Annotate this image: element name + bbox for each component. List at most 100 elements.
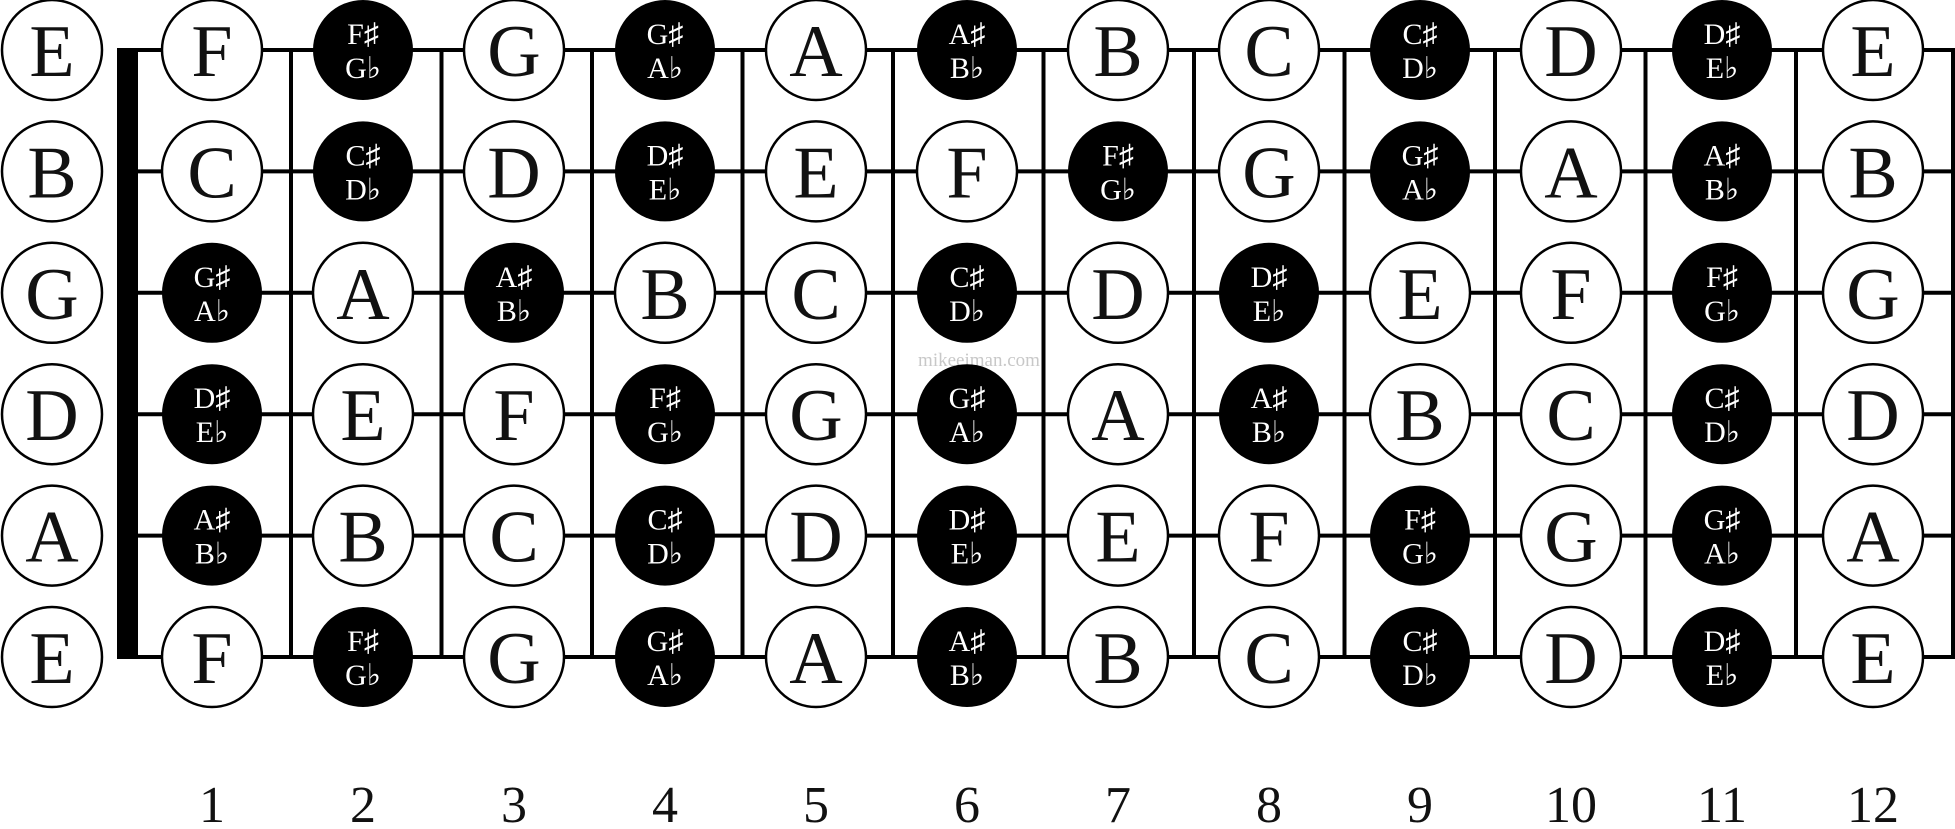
- natural-note-circle: [1217, 0, 1321, 102]
- fret-note: A: [764, 605, 868, 709]
- note-name: D♯: [194, 382, 231, 415]
- accidental-note-circle: [162, 242, 262, 343]
- fret-note: G: [462, 605, 566, 709]
- fret-note: B: [311, 484, 415, 587]
- open-string-note: A: [0, 484, 104, 587]
- accidental-note-circle: [917, 0, 1017, 100]
- fret-note: C: [1217, 0, 1321, 102]
- fret-note: G♯A♭: [1672, 485, 1772, 586]
- note-name: D♭: [1402, 52, 1438, 85]
- note-name: B♭: [1705, 173, 1739, 206]
- note-label: F♯G♭: [1704, 261, 1740, 328]
- note-label: A: [1846, 497, 1899, 579]
- natural-note-circle: [462, 484, 566, 587]
- note-label: E: [793, 132, 838, 214]
- note-label: G♯A♭: [1704, 504, 1741, 571]
- fret-note: B: [1066, 0, 1170, 102]
- fret-note: A♯B♭: [1219, 364, 1319, 465]
- note-name: B♭: [1252, 416, 1286, 449]
- fretboard-lines: [117, 48, 1955, 659]
- fret-note: E: [1821, 0, 1925, 102]
- note-name: G♭: [345, 659, 381, 692]
- fret-note: A♯B♭: [162, 485, 262, 586]
- fret-note: D: [1519, 0, 1623, 102]
- note-name: C♯: [1704, 382, 1739, 415]
- note-label: A♯B♭: [1704, 139, 1741, 206]
- note-name: B♭: [950, 659, 984, 692]
- note-name: A♯: [496, 261, 533, 294]
- note-label: A: [789, 618, 842, 700]
- fret-note: G: [462, 0, 566, 102]
- natural-note-circle: [462, 605, 566, 709]
- accidental-note-circle: [615, 485, 715, 586]
- note-label: A♯B♭: [949, 18, 986, 85]
- natural-note-circle: [764, 362, 868, 466]
- note-label: B: [27, 132, 76, 214]
- note-label: D: [1544, 618, 1597, 700]
- note-name: G♭: [1100, 173, 1136, 206]
- fret-number: 7: [1105, 777, 1131, 829]
- note-label: E: [1850, 618, 1895, 700]
- note-label: B: [338, 497, 387, 579]
- note-name: F♯: [1404, 504, 1436, 537]
- natural-note-circle: [0, 362, 104, 466]
- note-name: A♯: [949, 625, 986, 658]
- accidental-note-circle: [313, 121, 413, 222]
- note-label: C♯D♭: [345, 139, 381, 206]
- fret-note: F♯G♭: [313, 607, 413, 707]
- fret-note: A: [311, 241, 415, 345]
- note-name: E♭: [951, 538, 983, 571]
- natural-note-circle: [764, 605, 868, 709]
- accidental-note-circle: [1672, 485, 1772, 586]
- fret-note: G♯A♭: [162, 242, 262, 343]
- note-label: B: [1093, 11, 1142, 93]
- fret-note: D: [764, 484, 868, 587]
- fret-note: F♯G♭: [615, 364, 715, 465]
- note-label: E: [29, 618, 74, 700]
- fret-note: E: [1821, 605, 1925, 709]
- natural-note-circle: [1217, 605, 1321, 709]
- note-name: D♭: [345, 173, 381, 206]
- note-label: D♯E♭: [1251, 261, 1288, 328]
- open-string-note: G: [0, 241, 104, 345]
- fret-note: E: [1066, 484, 1170, 587]
- note-name: E♭: [1253, 295, 1285, 328]
- fret-note: G♯A♭: [1370, 121, 1470, 222]
- note-label: G: [1544, 497, 1597, 579]
- note-label: C: [1546, 375, 1595, 457]
- accidental-note-circle: [1370, 0, 1470, 100]
- natural-note-circle: [311, 362, 415, 466]
- note-name: E♭: [1706, 52, 1738, 85]
- open-string-note: B: [0, 120, 104, 223]
- fret-note: E: [764, 120, 868, 223]
- fret-note: G♯A♭: [615, 0, 715, 100]
- fret-note: G: [1217, 120, 1321, 223]
- natural-note-circle: [311, 484, 415, 587]
- note-label: G♯A♭: [647, 625, 684, 692]
- note-label: B: [1848, 132, 1897, 214]
- note-label: C♯D♭: [949, 261, 985, 328]
- fret-note: C♯D♭: [1370, 607, 1470, 707]
- note-name: D♭: [949, 295, 985, 328]
- note-label: F: [191, 11, 232, 93]
- note-name: F♯: [1706, 261, 1738, 294]
- note-label: C: [489, 497, 538, 579]
- fret-note: A♯B♭: [917, 607, 1017, 707]
- fret-note: C♯D♭: [313, 121, 413, 222]
- natural-note-circle: [1368, 241, 1472, 345]
- note-name: G♯: [949, 382, 986, 415]
- fret-note: C: [1519, 362, 1623, 466]
- accidental-note-circle: [917, 364, 1017, 465]
- note-name: B♭: [195, 538, 229, 571]
- note-name: A♭: [949, 416, 985, 449]
- natural-note-circle: [0, 605, 104, 709]
- fret-note: C: [764, 241, 868, 345]
- note-name: G♭: [345, 52, 381, 85]
- fret-note: C: [462, 484, 566, 587]
- natural-note-circle: [1066, 241, 1170, 345]
- natural-note-circle: [160, 0, 264, 102]
- fret-note: D♯E♭: [1672, 0, 1772, 100]
- fret-note: G♯A♭: [917, 364, 1017, 465]
- natural-note-circle: [1821, 0, 1925, 102]
- accidental-note-circle: [1672, 242, 1772, 343]
